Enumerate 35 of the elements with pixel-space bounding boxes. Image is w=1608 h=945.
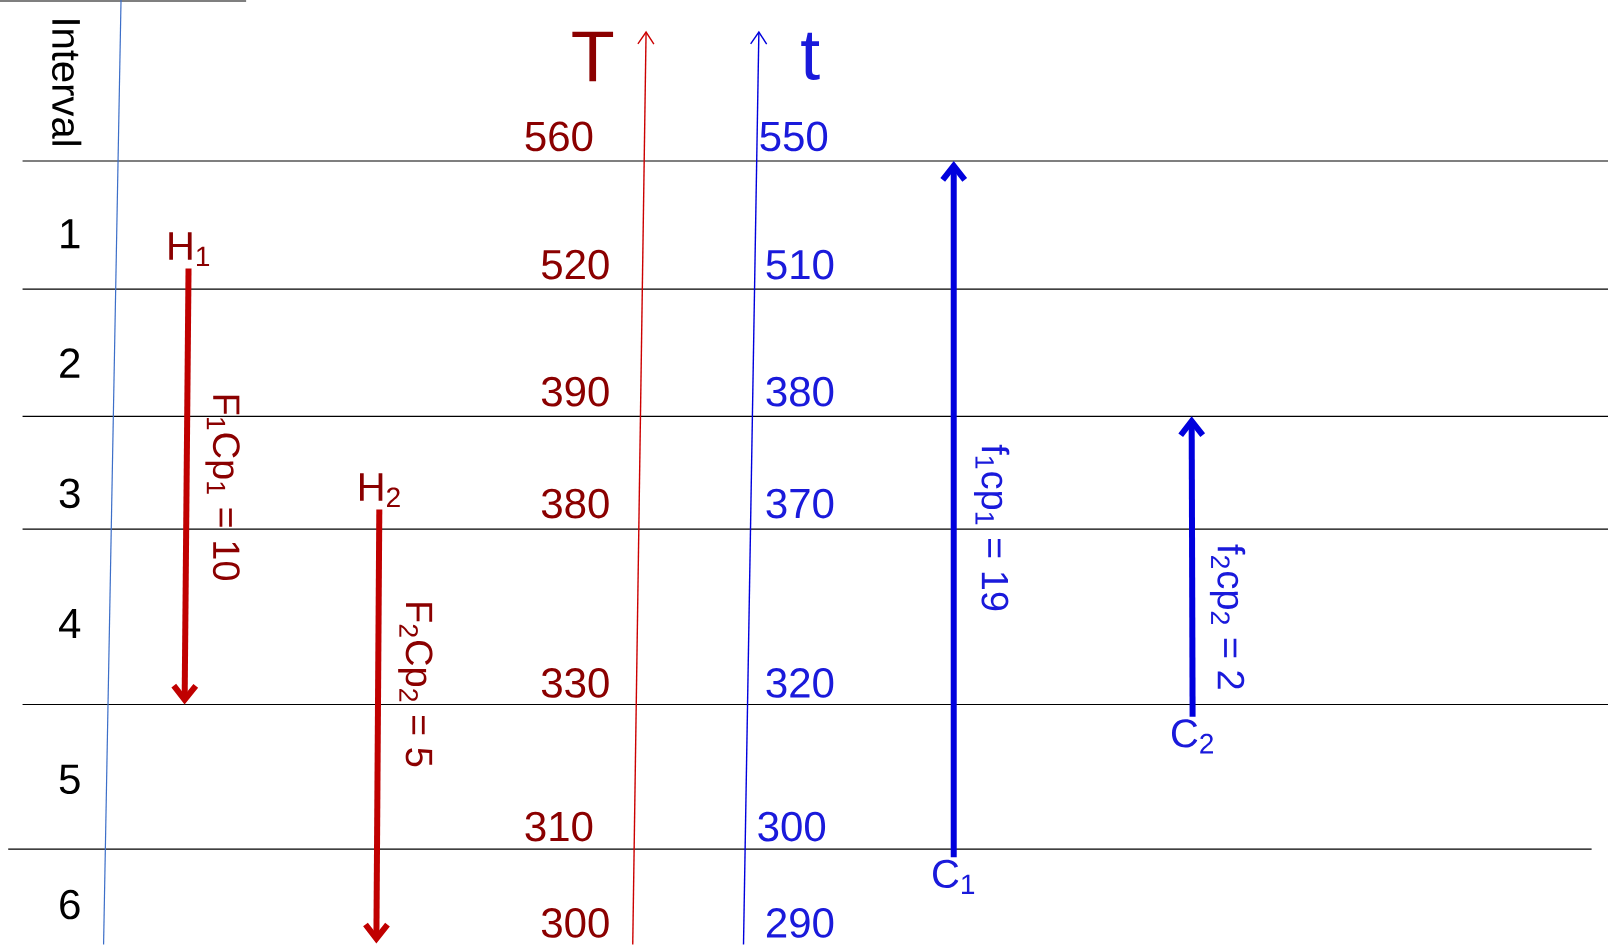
axis-title: t — [801, 32, 820, 80]
edge-label: f$_{1}$cp$_{1}$ = 19 — [974, 444, 1010, 611]
value-label: 2 — [60, 348, 80, 378]
value-label: 330 — [541, 668, 609, 698]
stream-arrow — [1178, 416, 1206, 717]
edge-label: F$_{1}$Cp$_{1}$ = 10 — [205, 395, 240, 581]
value-label: 300 — [758, 811, 826, 842]
stream-arrow — [171, 268, 199, 705]
value-label: 310 — [525, 811, 593, 842]
value-label: 300 — [541, 908, 609, 938]
value-label: 4 — [59, 609, 81, 638]
stream-label: C$_{2}$ — [1172, 719, 1213, 754]
edge-label: f$_{2}$cp$_{2}$ = 2 — [1209, 544, 1246, 689]
value-label: 370 — [766, 488, 834, 519]
value-label: 380 — [766, 376, 834, 407]
value-label: 560 — [525, 121, 593, 152]
value-label: 5 — [59, 764, 80, 795]
value-label: 320 — [766, 668, 834, 698]
stream-arrow — [363, 509, 390, 944]
value-label: 390 — [541, 376, 609, 407]
edge-label: F$_{2}$Cp$_{2}$ = 5 — [398, 603, 433, 767]
value-label: 6 — [60, 889, 80, 920]
column-heading: Interval — [52, 20, 82, 145]
stream-label: H$_{1}$ — [169, 232, 210, 267]
stream-arrow — [940, 161, 968, 858]
value-label: 520 — [542, 249, 609, 280]
value-label: 290 — [766, 908, 834, 938]
stream-label: H$_{2}$ — [360, 473, 400, 508]
stream-label: C$_{1}$ — [933, 859, 975, 894]
value-label: 510 — [766, 249, 834, 280]
value-label: 3 — [59, 478, 80, 509]
axis-title: T — [572, 31, 614, 82]
value-label: 550 — [760, 121, 828, 152]
value-label: 1 — [61, 219, 80, 249]
value-label: 380 — [541, 488, 609, 519]
